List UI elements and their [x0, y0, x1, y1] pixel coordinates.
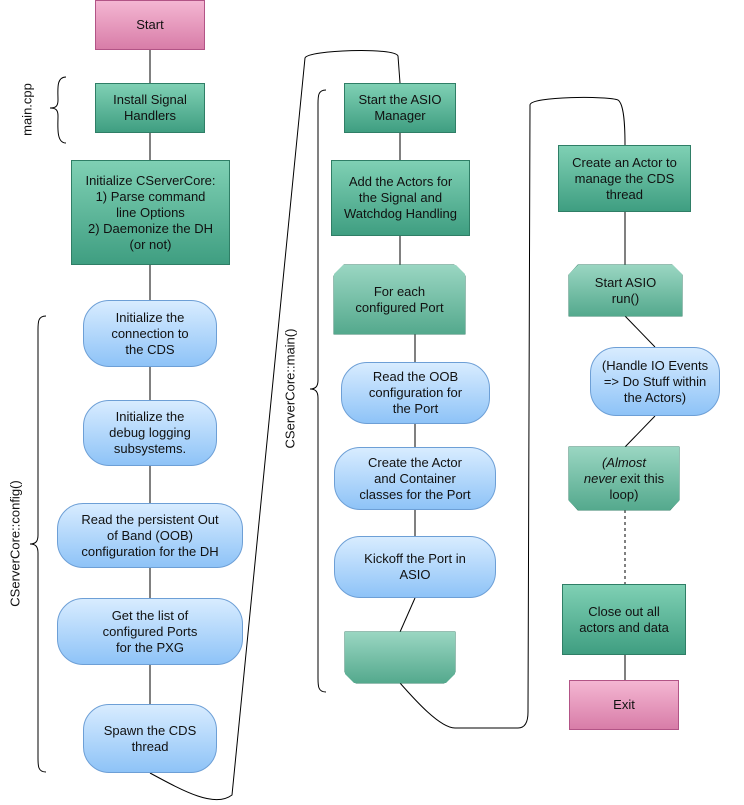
start-label: Start	[136, 17, 164, 32]
create-cds-actor-node[interactable]: Create an Actor to manage the CDS thread	[558, 145, 691, 212]
spawn-cds-thread-label: Spawn the CDS thread	[103, 722, 197, 754]
get-ports-list-label: Get the list of configured Ports for the…	[102, 607, 198, 655]
handle-io-events-node[interactable]: (Handle IO Events => Do Stuff within the…	[590, 347, 720, 416]
start-terminal[interactable]: Start	[95, 0, 205, 50]
spawn-cds-thread-node[interactable]: Spawn the CDS thread	[83, 704, 217, 773]
get-ports-list-node[interactable]: Get the list of configured Ports for the…	[57, 598, 243, 665]
for-each-port-loop-start[interactable]: For each configured Port	[334, 265, 465, 334]
config-bracket-label: CServerCore::config()	[7, 480, 23, 607]
install-signal-handlers-node[interactable]: Install Signal Handlers	[95, 83, 205, 133]
create-actor-container-node[interactable]: Create the Actor and Container classes f…	[334, 447, 496, 510]
main-cpp-bracket-label: main.cpp	[19, 83, 35, 136]
init-debug-logging-node[interactable]: Initialize the debug logging subsystems.	[83, 400, 217, 466]
kickoff-port-node[interactable]: Kickoff the Port in ASIO	[334, 536, 496, 598]
add-actors-label: Add the Actors for the Signal and Watchd…	[344, 174, 457, 221]
edge-handle-almost	[624, 415, 656, 448]
read-port-oob-label: Read the OOB configuration for the Port	[368, 369, 463, 416]
kickoff-port-label: Kickoff the Port in ASIO	[364, 551, 466, 582]
close-out-node[interactable]: Close out all actors and data	[562, 584, 686, 655]
ports-loop-end[interactable]	[345, 632, 455, 683]
read-oob-config-label: Read the persistent Out of Band (OOB) co…	[81, 511, 219, 559]
exit-label: Exit	[613, 697, 635, 712]
install-signal-handlers-label: Install Signal Handlers	[113, 92, 187, 123]
edge-kickoff-loopend	[399, 597, 416, 633]
brace-config	[29, 315, 47, 773]
handle-io-events-label: (Handle IO Events => Do Stuff within the…	[601, 357, 709, 405]
init-cds-connection-node[interactable]: Initialize the connection to the CDS	[83, 300, 217, 367]
start-asio-manager-label: Start the ASIO Manager	[358, 92, 442, 123]
init-cds-connection-label: Initialize the connection to the CDS	[111, 309, 189, 357]
add-actors-node[interactable]: Add the Actors for the Signal and Watchd…	[331, 160, 470, 236]
brace-main	[309, 89, 327, 693]
create-cds-actor-label: Create an Actor to manage the CDS thread	[572, 154, 677, 202]
read-port-oob-node[interactable]: Read the OOB configuration for the Port	[341, 362, 490, 424]
edge-asiorun-handle	[624, 315, 656, 348]
edge-spawn-to-asio-manager	[149, 50, 401, 801]
start-asio-run-label: Start ASIO run()	[594, 274, 657, 306]
exit-terminal[interactable]: Exit	[569, 680, 679, 730]
close-out-label: Close out all actors and data	[579, 603, 669, 635]
read-oob-config-node[interactable]: Read the persistent Out of Band (OOB) co…	[57, 503, 243, 568]
start-asio-run-loop-start[interactable]: Start ASIO run()	[569, 265, 682, 316]
create-actor-container-label: Create the Actor and Container classes f…	[359, 454, 471, 502]
for-each-port-label: For each configured Port	[355, 283, 444, 315]
init-debug-logging-label: Initialize the debug logging subsystems.	[109, 409, 191, 456]
almost-never-exit-label: (Almost never exit this loop)	[583, 454, 665, 502]
almost-never-exit-loop-end[interactable]: (Almost never exit this loop)	[569, 447, 679, 510]
main-bracket-label: CServerCore::main()	[282, 328, 298, 449]
brace-main-cpp	[49, 76, 67, 144]
edge-loopend-to-cds-actor	[399, 96, 626, 729]
start-asio-manager-node[interactable]: Start the ASIO Manager	[344, 83, 456, 133]
initialize-cservercore-node[interactable]: Initialize CServerCore: 1) Parse command…	[71, 160, 230, 265]
initialize-cservercore-label: Initialize CServerCore: 1) Parse command…	[85, 172, 216, 252]
